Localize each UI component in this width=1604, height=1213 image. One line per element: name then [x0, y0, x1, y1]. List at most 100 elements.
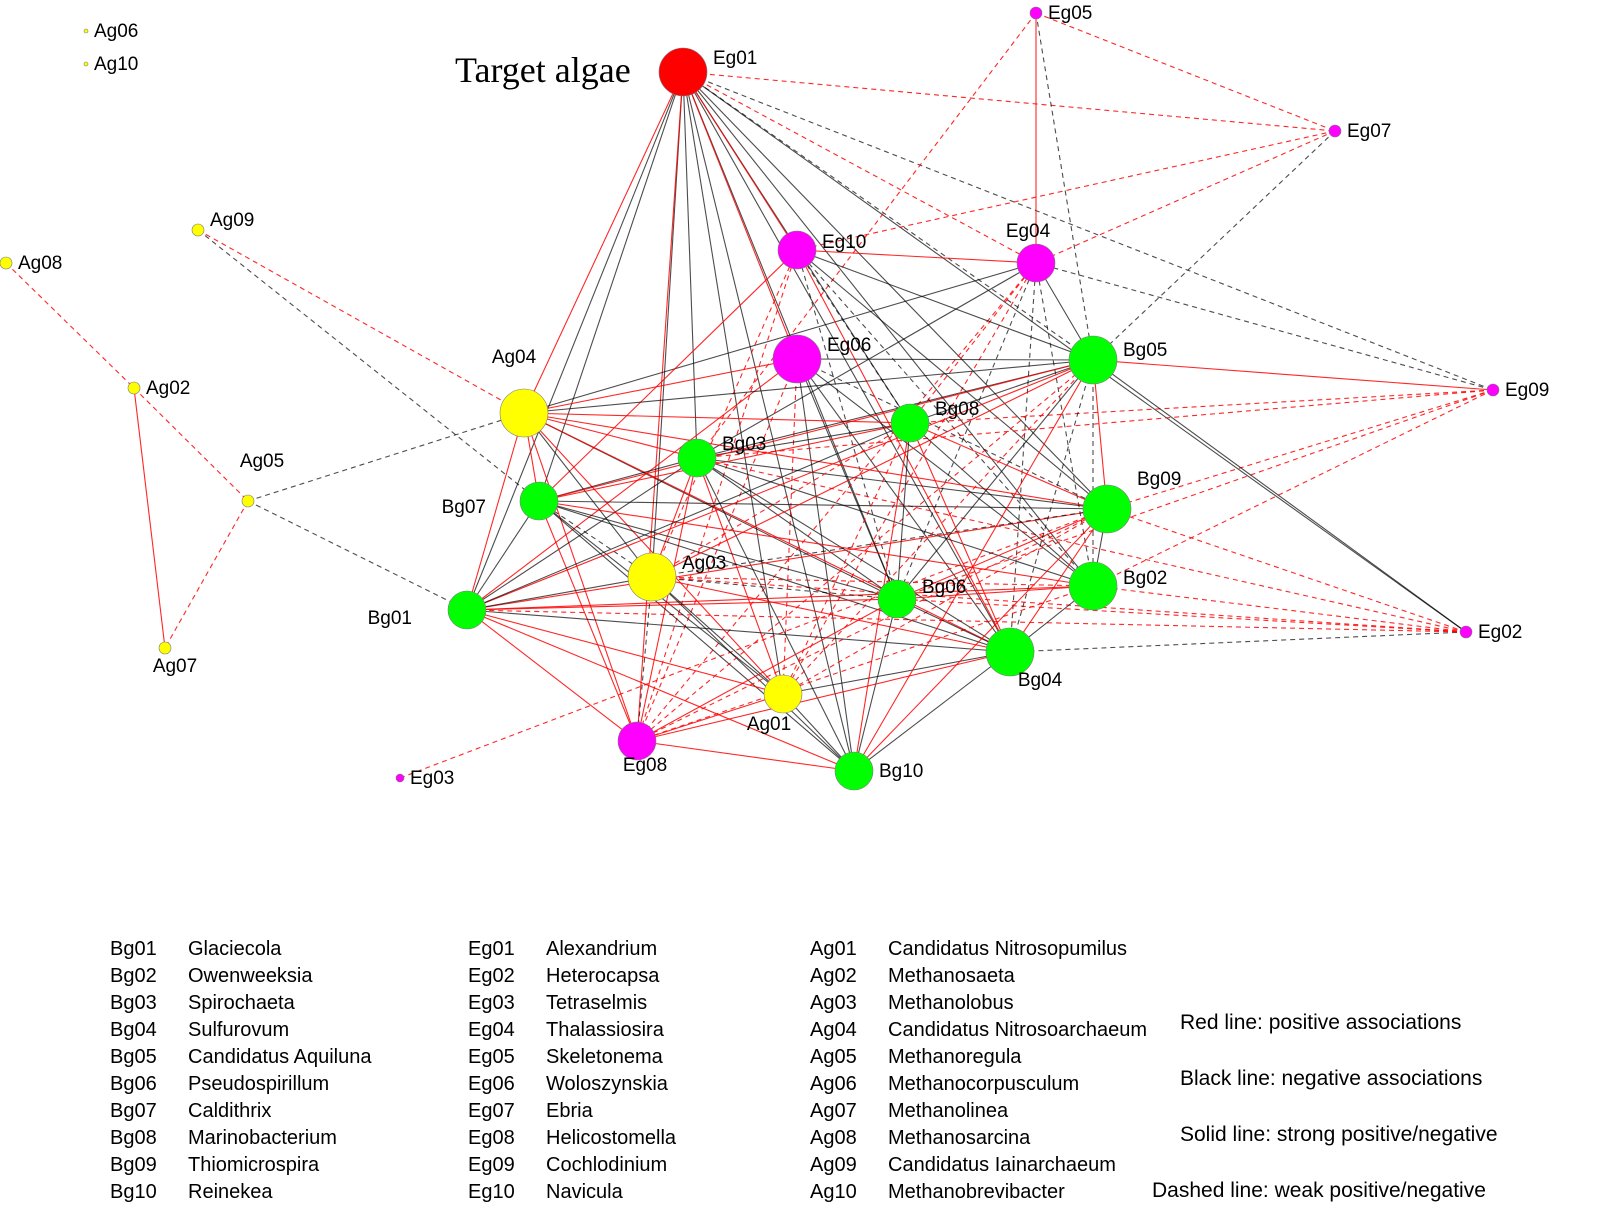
legend-code: Eg02 [468, 965, 515, 987]
node-bg04[interactable] [985, 627, 1035, 677]
edge-bg06-bg05 [896, 359, 1094, 600]
node-eg05[interactable] [1029, 6, 1043, 20]
edge-eg02-ag03 [651, 576, 1467, 633]
node-ag04[interactable] [499, 388, 549, 438]
edge-eg05-bg03 [696, 12, 1037, 459]
edge-bg01-bg09 [466, 508, 1108, 611]
node-label-bg05: Bg05 [1123, 340, 1167, 361]
node-bg07[interactable] [519, 481, 559, 521]
node-bg01[interactable] [447, 590, 487, 630]
node-bg06[interactable] [877, 579, 917, 619]
edge-eg06-bg09 [796, 358, 1108, 510]
node-label-ag06: Ag06 [94, 21, 138, 42]
legend-taxon-name: Helicostomella [546, 1127, 677, 1149]
legend-taxon-name: Woloszynskia [546, 1073, 668, 1095]
node-ag07[interactable] [158, 641, 172, 655]
edge-eg01-ag01 [682, 71, 784, 695]
legend-taxon-name: Glaciecola [188, 938, 282, 960]
edge-eg08-bg10 [636, 740, 855, 772]
legend-taxon-name: Methanolinea [888, 1100, 1009, 1122]
edge-ag01-bg09 [782, 508, 1108, 695]
edge-bg06-bg09 [896, 508, 1108, 600]
edge-eg01-eg09 [682, 71, 1494, 391]
node-eg02[interactable] [1459, 625, 1473, 639]
edge-bg03-eg08 [636, 457, 698, 742]
node-eg01[interactable] [658, 47, 708, 97]
node-eg07[interactable] [1328, 124, 1342, 138]
node-eg06[interactable] [772, 334, 822, 384]
node-eg10[interactable] [777, 230, 817, 270]
edge-eg07-bg05 [1092, 130, 1336, 361]
node-bg09[interactable] [1082, 484, 1132, 534]
edge-bg03-bg06 [696, 457, 898, 600]
edge-eg06-bg02 [796, 358, 1094, 587]
legend-taxon-name: Caldithrix [188, 1100, 272, 1122]
label-layer: Eg01Eg02Eg03Eg04Eg05Eg06Eg07Eg08Eg09Eg10… [18, 3, 1549, 789]
edge-bg07-bg10 [538, 500, 855, 772]
node-eg03[interactable] [395, 773, 405, 783]
node-bg02[interactable] [1068, 561, 1118, 611]
edge-eg01-eg10 [682, 71, 798, 251]
node-eg04[interactable] [1016, 243, 1056, 283]
node-label-ag02: Ag02 [146, 378, 190, 399]
edge-ag04-bg03 [523, 412, 698, 459]
edge-eg01-eg04 [682, 71, 1037, 264]
edge-ag08-ag02 [5, 262, 135, 389]
edge-eg02-bg06 [896, 598, 1467, 633]
edge-eg08-bg06 [636, 598, 898, 742]
node-ag08[interactable] [0, 256, 13, 270]
edge-eg07-eg04 [1035, 130, 1336, 264]
node-label-ag03: Ag03 [682, 553, 726, 574]
edge-ag04-bg09 [523, 412, 1108, 510]
edge-eg06-ag04 [523, 358, 798, 414]
legend-code: Bg03 [110, 992, 157, 1014]
node-bg08[interactable] [890, 403, 930, 443]
edge-eg09-bg03 [696, 389, 1494, 459]
node-eg08[interactable] [617, 721, 657, 761]
node-ag02[interactable] [127, 381, 141, 395]
node-ag06[interactable] [83, 28, 89, 34]
node-bg05[interactable] [1068, 335, 1118, 385]
legend-code: Bg02 [110, 965, 157, 987]
edge-ag04-eg08 [523, 412, 638, 742]
node-bg03[interactable] [677, 438, 717, 478]
node-label-eg09: Eg09 [1505, 380, 1549, 401]
node-bg10[interactable] [834, 751, 874, 791]
edge-eg01-bg05 [682, 71, 1094, 361]
node-label-bg08: Bg08 [935, 399, 979, 420]
edge-ag04-bg01 [466, 412, 525, 611]
legend-taxon-name: Reinekea [188, 1181, 273, 1203]
edge-eg10-bg02 [796, 249, 1094, 587]
legend-code: Bg05 [110, 1046, 157, 1068]
legend-taxon-name: Methanosaeta [888, 965, 1015, 987]
node-ag09[interactable] [191, 223, 205, 237]
node-ag01[interactable] [763, 674, 803, 714]
edge-eg06-bg10 [796, 358, 855, 772]
node-ag05[interactable] [241, 494, 255, 508]
edge-bg05-bg10 [853, 359, 1094, 772]
legend-taxon-name: Sulfurovum [188, 1019, 290, 1041]
node-label-bg09: Bg09 [1137, 469, 1181, 490]
edge-eg01-bg03 [682, 71, 698, 459]
node-ag10[interactable] [83, 61, 89, 67]
node-label-eg06: Eg06 [827, 335, 871, 356]
legend-taxon-name: Methanosarcina [888, 1127, 1031, 1149]
node-eg09[interactable] [1486, 383, 1500, 397]
edge-bg01-bg05 [466, 359, 1094, 611]
edge-ag04-bg05 [523, 359, 1094, 414]
node-ag03[interactable] [627, 552, 677, 602]
node-label-ag08: Ag08 [18, 253, 62, 274]
node-label-bg01: Bg01 [368, 608, 412, 629]
node-label-eg05: Eg05 [1048, 3, 1092, 24]
